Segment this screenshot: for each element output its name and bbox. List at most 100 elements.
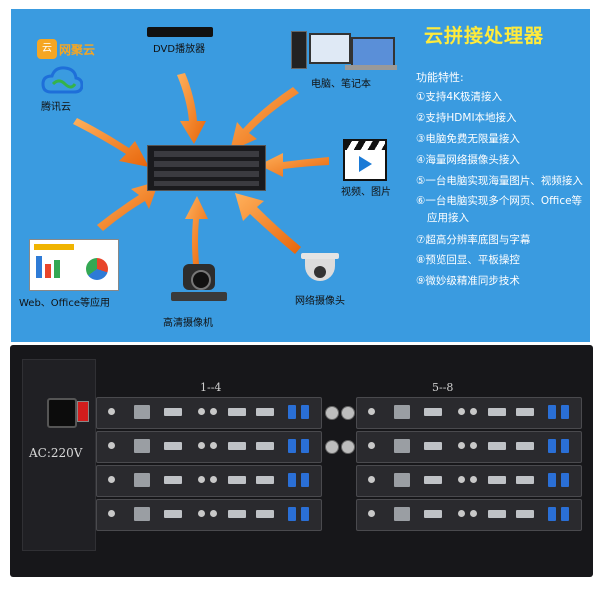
wangjuyun-label: 网聚云 bbox=[59, 43, 96, 57]
audio-jack-icon bbox=[458, 442, 465, 449]
audio-jack-icon bbox=[458, 408, 465, 415]
cloud-icon bbox=[41, 66, 83, 94]
hdmi-port-icon bbox=[164, 510, 182, 518]
hdmi-port-icon bbox=[516, 510, 534, 518]
hdmi-port-icon bbox=[424, 510, 442, 518]
usb-port-icon bbox=[288, 405, 296, 419]
dvd-label: DVD播放器 bbox=[153, 44, 206, 55]
hd-camera-icon bbox=[171, 264, 227, 302]
hdcam-label: 高清摄像机 bbox=[163, 318, 213, 329]
usb-port-icon bbox=[301, 507, 309, 521]
hdmi-port-icon bbox=[164, 476, 182, 484]
usb-port-icon bbox=[548, 507, 556, 521]
feature-item: 应用接入 bbox=[427, 212, 469, 224]
usb-port-icon bbox=[548, 439, 556, 453]
usb-port-icon bbox=[301, 473, 309, 487]
usb-port-icon bbox=[301, 439, 309, 453]
power-module: AC:220V bbox=[22, 359, 96, 551]
dc-jack-icon bbox=[108, 476, 115, 483]
group-left-label: 1--4 bbox=[200, 381, 222, 394]
usb-port-icon bbox=[548, 473, 556, 487]
audio-jack-icon bbox=[210, 510, 217, 517]
dc-jack-icon bbox=[368, 442, 375, 449]
dc-jack-icon bbox=[108, 510, 115, 517]
hdmi-port-icon bbox=[488, 442, 506, 450]
feature-item: ⑥一台电脑实现多个网页、Office等 bbox=[416, 195, 583, 207]
input-card bbox=[356, 499, 582, 531]
panel-title: 云拼接处理器 bbox=[424, 25, 545, 47]
pc-tower-icon bbox=[291, 31, 307, 69]
hdmi-port-icon bbox=[424, 476, 442, 484]
pc-label: 电脑、笔记本 bbox=[311, 79, 371, 90]
hdmi-port-icon bbox=[488, 408, 506, 416]
feature-item: ⑤一台电脑实现海量图片、视频接入 bbox=[416, 175, 583, 187]
knob-icon bbox=[325, 440, 339, 454]
feature-item: ①支持4K极清接入 bbox=[416, 91, 502, 103]
arrow-from-ipcam bbox=[235, 193, 301, 254]
arrows-layer bbox=[73, 73, 329, 264]
hdmi-port-icon bbox=[516, 442, 534, 450]
hdmi-port-icon bbox=[516, 476, 534, 484]
ipcam-label: 网络摄像头 bbox=[295, 296, 345, 307]
audio-jack-icon bbox=[458, 476, 465, 483]
arrow-from-web bbox=[97, 181, 159, 231]
audio-jack-icon bbox=[198, 510, 205, 517]
features-heading: 功能特性: bbox=[416, 71, 464, 84]
hdmi-port-icon bbox=[164, 408, 182, 416]
usb-port-icon bbox=[561, 473, 569, 487]
knob-icon bbox=[341, 440, 355, 454]
input-card bbox=[356, 397, 582, 429]
hdmi-port-icon bbox=[228, 510, 246, 518]
input-card bbox=[96, 397, 322, 429]
monitor-icon bbox=[309, 33, 351, 64]
dvd-player-icon bbox=[147, 27, 213, 37]
hdmi-port-icon bbox=[256, 442, 274, 450]
laptop-icon bbox=[351, 37, 395, 67]
group-right-label: 5--8 bbox=[432, 381, 454, 394]
usb-port-icon bbox=[561, 405, 569, 419]
audio-jack-icon bbox=[210, 476, 217, 483]
hdmi-port-icon bbox=[228, 442, 246, 450]
lan-port-icon bbox=[394, 439, 410, 453]
lan-port-icon bbox=[134, 439, 150, 453]
usb-port-icon bbox=[288, 439, 296, 453]
usb-port-icon bbox=[548, 405, 556, 419]
usb-port-icon bbox=[561, 439, 569, 453]
audio-jack-icon bbox=[470, 442, 477, 449]
ipcam-icon bbox=[301, 253, 339, 283]
hdmi-port-icon bbox=[488, 476, 506, 484]
dc-jack-icon bbox=[108, 408, 115, 415]
feature-item: ④海量网络摄像头接入 bbox=[416, 154, 520, 166]
usb-port-icon bbox=[301, 405, 309, 419]
knob-icon bbox=[341, 406, 355, 420]
hdmi-port-icon bbox=[516, 408, 534, 416]
wangjuyun-logo: 云 bbox=[37, 39, 57, 59]
audio-jack-icon bbox=[470, 476, 477, 483]
usb-port-icon bbox=[288, 473, 296, 487]
input-card bbox=[356, 431, 582, 463]
hdmi-port-icon bbox=[488, 510, 506, 518]
audio-jack-icon bbox=[198, 408, 205, 415]
feature-item: ⑨微妙级精准同步技术 bbox=[416, 275, 520, 287]
dc-jack-icon bbox=[108, 442, 115, 449]
dc-jack-icon bbox=[368, 408, 375, 415]
video-icon bbox=[343, 139, 387, 181]
tengxunyun-label: 腾讯云 bbox=[41, 102, 71, 113]
power-socket-icon bbox=[47, 398, 77, 428]
hdmi-port-icon bbox=[164, 442, 182, 450]
input-card bbox=[356, 465, 582, 497]
hdmi-port-icon bbox=[424, 408, 442, 416]
input-card bbox=[96, 499, 322, 531]
video-label: 视频、图片 bbox=[341, 187, 391, 198]
audio-jack-icon bbox=[210, 442, 217, 449]
feature-item: ②支持HDMI本地接入 bbox=[416, 112, 517, 124]
feature-item: ⑦超高分辨率底图与字幕 bbox=[416, 234, 531, 246]
arrow-from-dvd bbox=[177, 73, 206, 144]
lan-port-icon bbox=[394, 473, 410, 487]
arrow-from-video bbox=[259, 153, 329, 177]
knob-icon bbox=[325, 406, 339, 420]
hdmi-port-icon bbox=[228, 408, 246, 416]
input-card bbox=[96, 431, 322, 463]
hdmi-port-icon bbox=[228, 476, 246, 484]
web-office-icon bbox=[29, 239, 119, 291]
